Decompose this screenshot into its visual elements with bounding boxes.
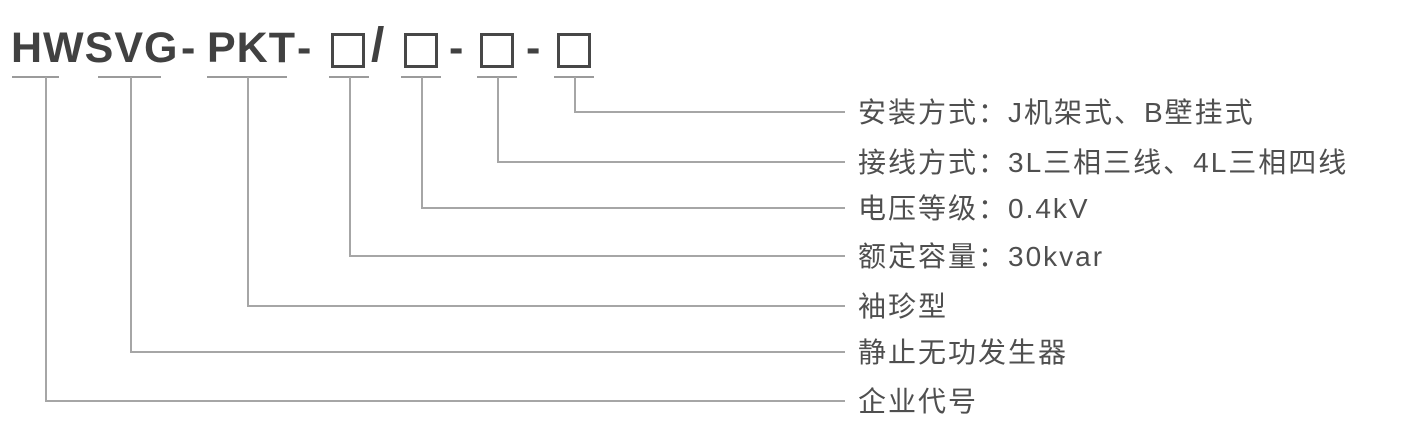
underline-brand-svg [98, 76, 161, 78]
label-mounting-method: 安装方式：J机架式、B壁挂式 [858, 97, 1255, 128]
placeholder-box-capacity [331, 33, 365, 68]
placeholder-box-voltage [404, 33, 438, 68]
slash-separator: / [371, 19, 386, 72]
underline-brand-hw [12, 76, 59, 78]
dash-separator: - [181, 24, 197, 72]
connector-rated-capacity [349, 77, 845, 257]
label-voltage-level: 电压等级：0.4kV [858, 193, 1090, 224]
label-wiring-method: 接线方式：3L三相三线、4L三相四线 [858, 147, 1349, 178]
connector-wiring-method [497, 77, 845, 163]
connector-voltage-level [421, 77, 845, 209]
placeholder-box-mounting [557, 33, 591, 68]
dash-separator: - [449, 24, 465, 72]
placeholder-box-wiring [480, 33, 514, 68]
label-pocket-type: 袖珍型 [858, 291, 949, 322]
dash-separator: - [526, 24, 542, 72]
connector-mounting-method [574, 77, 845, 113]
model-brand: HWSVG [11, 24, 179, 72]
dash-separator: - [297, 24, 313, 72]
connector-pocket-type [247, 77, 845, 307]
label-svg-type: 静止无功发生器 [858, 337, 1069, 368]
label-rated-capacity: 额定容量：30kvar [858, 241, 1105, 272]
connector-svg-type [130, 77, 845, 353]
connector-enterprise-code [45, 77, 845, 402]
label-enterprise-code: 企业代号 [858, 386, 979, 417]
model-series: PKT [207, 24, 296, 72]
